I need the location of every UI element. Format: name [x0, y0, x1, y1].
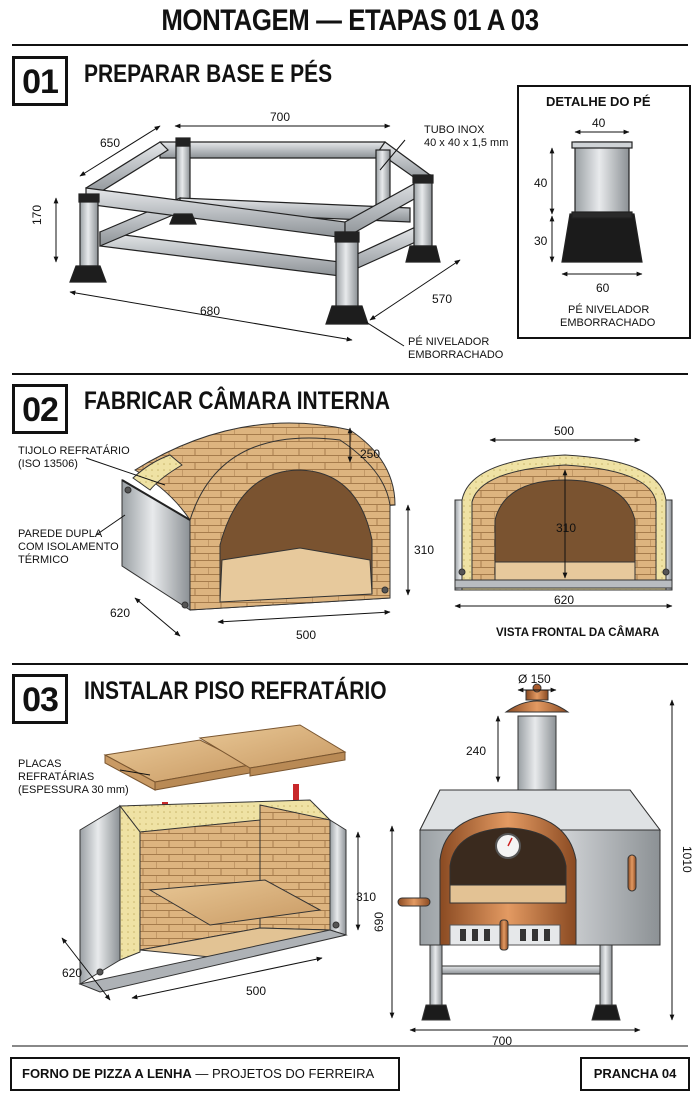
- dim-width-700: 700: [270, 110, 291, 124]
- step1-dimension-lines: [53, 123, 461, 347]
- foot-detail-box: [517, 85, 691, 339]
- step3-dim-height-310: 310: [356, 890, 377, 904]
- front-dim-width-500: 500: [554, 424, 575, 438]
- step3-dims: [61, 769, 361, 1001]
- wall-label-line3: TÉRMICO: [18, 554, 69, 566]
- plates-label-line3: (ESPESSURA 30 mm): [18, 784, 129, 796]
- step-title-02: FABRICAR CÂMARA INTERNA: [84, 387, 391, 415]
- dim-depth-620: 620: [110, 606, 131, 620]
- tube-label-line2: 40 x 40 x 1,5 mm: [424, 137, 509, 149]
- dim-arch-250: 250: [360, 447, 381, 461]
- base-frame-drawing: [69, 137, 441, 325]
- page-title: MONTAGEM — ETAPAS 01 A 03: [161, 4, 539, 37]
- dim-height-310: 310: [414, 543, 435, 557]
- tube-label-line1: TUBO INOX: [424, 124, 485, 136]
- chimney-height-240: 240: [466, 744, 487, 758]
- foot-detail-dims: [549, 129, 643, 277]
- front-view-caption: VISTA FRONTAL DA CÂMARA: [496, 627, 660, 639]
- footer-sheet-number: PRANCHA 04: [580, 1057, 690, 1091]
- step3-dim-depth-620: 620: [62, 966, 83, 980]
- wall-label-line2: COM ISOLAMENTO: [18, 541, 119, 553]
- foot-detail-drawing: [561, 141, 643, 263]
- dim-width-500: 500: [296, 628, 317, 642]
- detail-dim-upper: 40: [534, 176, 548, 190]
- chamber-open-drawing: [78, 799, 348, 993]
- footer-project-title: FORNO DE PIZZA A LENHA — PROJETOS DO FER…: [10, 1057, 400, 1091]
- foot-label-line1: PÉ NIVELADOR: [408, 336, 490, 348]
- wall-label-line1: PAREDE DUPLA: [18, 528, 103, 540]
- chamber-3d-drawing: [121, 422, 396, 611]
- oven-body-height-690: 690: [372, 911, 386, 932]
- detail-label-line2: EMBORRACHADO: [560, 317, 656, 329]
- detail-label-line1: PÉ NIVELADOR: [568, 304, 650, 316]
- oven-dims: [389, 687, 675, 1033]
- footer-project-owner: — PROJETOS DO FERREIRA: [191, 1066, 375, 1081]
- detail-dim-bottom: 60: [596, 281, 610, 295]
- step-title-03: INSTALAR PISO REFRATÁRIO: [84, 677, 387, 705]
- step-number-03: 03: [12, 674, 68, 724]
- complete-oven-drawing: [397, 683, 661, 1021]
- chamber-front-view: [454, 454, 673, 591]
- step-number-01: 01: [12, 56, 68, 106]
- front-dim-height-310: 310: [556, 521, 577, 535]
- detail-dim-top: 40: [592, 116, 606, 130]
- brick-label-line1: TIJOLO REFRATÁRIO: [18, 445, 130, 457]
- step-title-01: PREPARAR BASE E PÉS: [84, 60, 333, 88]
- floor-plates-drawing: [103, 724, 347, 791]
- dim-depth-650: 650: [100, 136, 121, 150]
- oven-width-700: 700: [492, 1034, 513, 1048]
- step2-dims: [85, 427, 411, 637]
- dim-depth-570: 570: [432, 292, 453, 306]
- step3-dim-width-500: 500: [246, 984, 267, 998]
- detail-title: DETALHE DO PÉ: [546, 94, 651, 109]
- brick-label-line2: (ISO 13506): [18, 458, 78, 470]
- dim-height-170: 170: [30, 204, 44, 225]
- dim-length-680: 680: [200, 304, 221, 318]
- footer-project-name: FORNO DE PIZZA A LENHA: [22, 1066, 192, 1081]
- foot-label-line2: EMBORRACHADO: [408, 349, 504, 361]
- title-rule: [12, 44, 688, 46]
- step-number-02: 02: [12, 384, 68, 434]
- oven-total-height-1010: 1010: [680, 846, 694, 873]
- front-view-dims: [454, 437, 673, 609]
- plates-label-line1: PLACAS: [18, 758, 62, 770]
- front-dim-width-620: 620: [554, 593, 575, 607]
- plates-label-line2: REFRATÁRIAS: [18, 771, 95, 783]
- chimney-diameter: Ø 150: [518, 672, 551, 686]
- detail-dim-lower: 30: [534, 234, 548, 248]
